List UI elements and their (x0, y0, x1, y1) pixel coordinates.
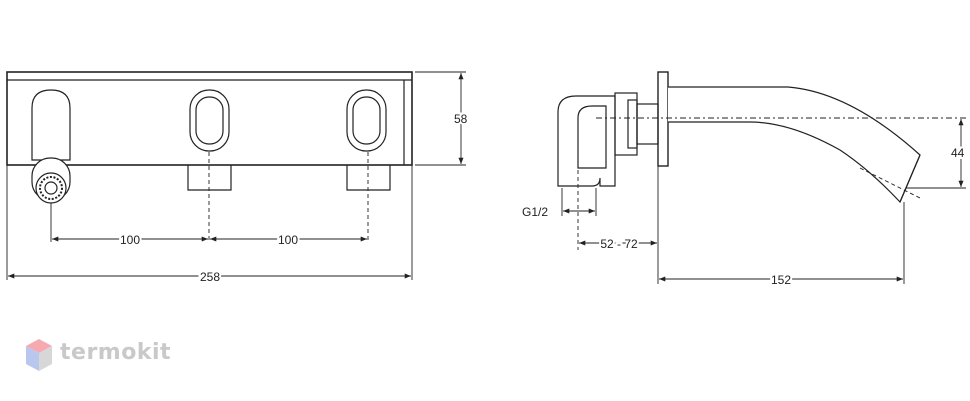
adapter-outer (614, 92, 638, 156)
dim-spout-projection: 152 (771, 273, 791, 287)
dim-spacing-right: 100 (278, 233, 298, 247)
dim-spout-height: 44 (951, 146, 965, 160)
aerator-mesh (39, 176, 63, 200)
handle-left-outer (189, 89, 230, 152)
connection-stub-right (346, 165, 391, 191)
dim-total-width: 258 (200, 270, 220, 284)
front-view (6, 71, 466, 280)
spout-side (668, 86, 921, 204)
valve-body-inner (577, 105, 607, 169)
brand-name: termokit (60, 340, 172, 365)
dim-height: 58 (454, 112, 468, 126)
handle-left-inner (195, 96, 224, 145)
spout-front (31, 89, 71, 161)
wall-plate (6, 71, 413, 166)
logo-cube-right (39, 346, 52, 371)
dim-thread: G1/2 (522, 205, 548, 219)
connection-stub-left (187, 165, 232, 191)
cube-logo-icon (26, 339, 52, 371)
dim-wall-range: 52 - 72 (600, 237, 638, 251)
spout-outlet-face (899, 154, 921, 203)
logo-cube-left (26, 346, 39, 371)
handle-right-inner (352, 96, 381, 145)
aerator-center (44, 181, 58, 195)
adapter-inner (627, 99, 638, 149)
valve-body (557, 95, 616, 187)
dim-spacing-left: 100 (120, 233, 140, 247)
handle-right-outer (346, 89, 387, 152)
adapter-ring (636, 103, 659, 145)
wall-flange (657, 71, 669, 167)
side-view (557, 71, 966, 284)
